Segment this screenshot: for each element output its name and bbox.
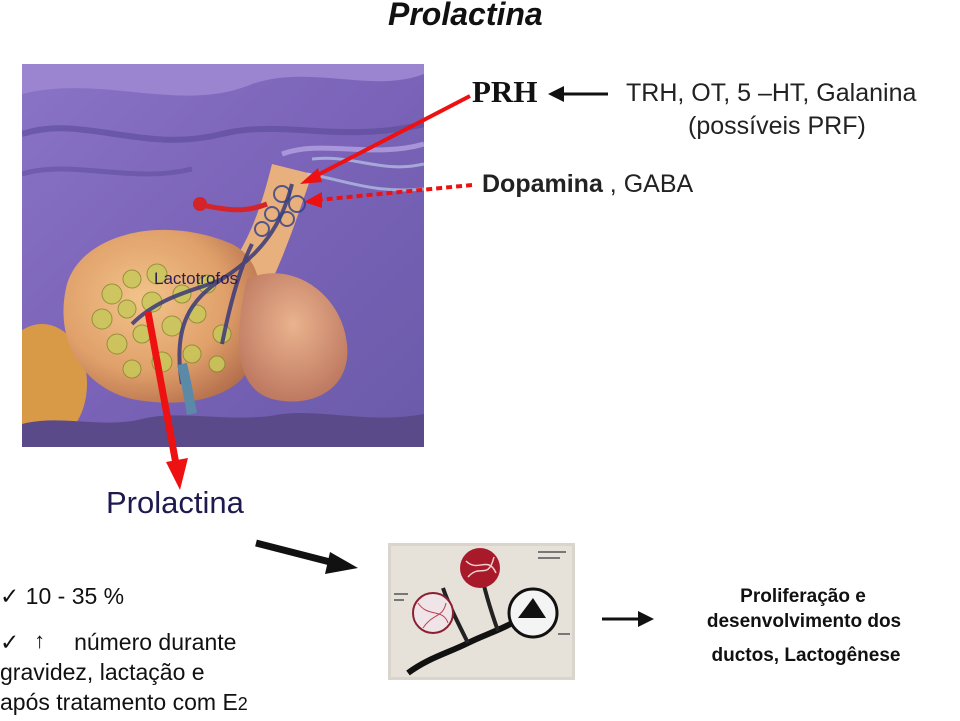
mammary-gland-illustration [388, 543, 575, 680]
increase-line1: número durante [74, 629, 237, 655]
increase-line3: após tratamento com E2 [0, 689, 248, 716]
check-icon: ✓ [0, 629, 20, 655]
to-effects-black-arrow [602, 611, 654, 627]
lactotrofos-label: Lactotrofos [154, 269, 239, 288]
range-text: 10 - 35 % [25, 583, 125, 609]
bullet-range: ✓ 10 - 35 % [0, 583, 124, 610]
stimulators-line2: (possíveis PRF) [688, 112, 866, 140]
increase-line2: gravidez, lactação e [0, 659, 205, 685]
bullet-increase: ✓ ↑ número durante [0, 628, 236, 656]
stimulator-black-arrow [548, 86, 608, 102]
increase-line3-text: após tratamento com E [0, 689, 238, 715]
effects-line1: Proliferação e [740, 586, 866, 607]
stimulators-line1: TRH, OT, 5 –HT, Galanina [626, 79, 917, 107]
to-gland-black-arrow [255, 539, 358, 574]
check-icon: ✓ [0, 583, 20, 609]
pituitary-illustration [22, 64, 424, 447]
effects-line3: ductos, Lactogênese [711, 645, 901, 666]
inhibitors-label: Dopamina , GABA [482, 170, 693, 199]
prolactina-label: Prolactina [106, 485, 244, 520]
gaba-label: , GABA [602, 170, 694, 198]
page-title: Prolactina [388, 0, 543, 32]
effects-line2: desenvolvimento dos [706, 611, 902, 632]
dopamina-label: Dopamina [482, 170, 603, 198]
up-arrow-icon: ↑ [34, 628, 46, 653]
prh-label: PRH [472, 74, 538, 109]
increase-line3-sub: 2 [237, 694, 248, 714]
